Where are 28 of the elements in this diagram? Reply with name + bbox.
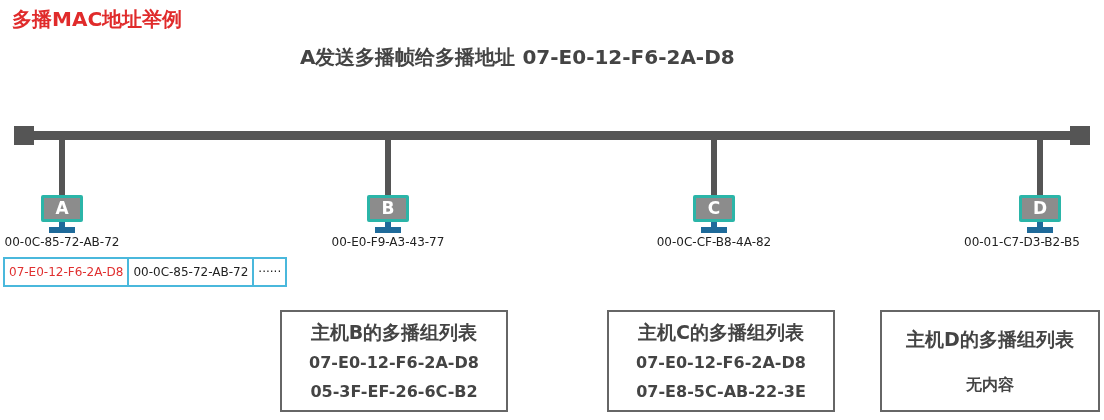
frame-field: 07-E0-12-F6-2A-D8 xyxy=(3,257,130,287)
monitor-screen: A xyxy=(41,195,83,222)
connector-line xyxy=(59,140,65,195)
connector-line xyxy=(385,140,391,195)
list-heading: 主机B的多播组列表 xyxy=(310,320,478,346)
list-entry: 07-E0-12-F6-2A-D8 xyxy=(636,352,806,375)
monitor-screen: C xyxy=(693,195,735,222)
list-heading: 主机D的多播组列表 xyxy=(906,327,1074,353)
page-title: 多播MAC地址举例 xyxy=(12,6,183,33)
mac-address: 00-0C-85-72-AB-72 xyxy=(3,234,121,251)
group-list-box xyxy=(880,310,1100,412)
list-entry: 07-E8-5C-AB-22-3E xyxy=(636,380,806,403)
connector-line xyxy=(1037,140,1043,195)
group-list-box xyxy=(280,310,508,412)
list-heading: 主机C的多播组列表 xyxy=(638,320,804,346)
mac-address: 00-0C-CF-B8-4A-82 xyxy=(655,234,773,251)
list-entry: 07-E0-12-F6-2A-D8 xyxy=(309,352,479,375)
connector-line xyxy=(711,140,717,195)
mac-address: 00-E0-F9-A3-43-77 xyxy=(330,234,446,251)
monitor-screen: D xyxy=(1019,195,1061,222)
heading-text: A发送多播帧给多播地址 07-E0-12-F6-2A-D8 xyxy=(300,44,735,71)
monitor-screen: B xyxy=(367,195,409,222)
frame-field: ······ xyxy=(254,257,288,287)
list-entry: 05-3F-EF-26-6C-B2 xyxy=(310,380,478,403)
mac-address: 00-01-C7-D3-B2-B5 xyxy=(963,234,1081,251)
group-list-box xyxy=(607,310,835,412)
list-entry: 无内容 xyxy=(966,373,1014,396)
frame-field: 00-0C-85-72-AB-72 xyxy=(129,257,255,287)
